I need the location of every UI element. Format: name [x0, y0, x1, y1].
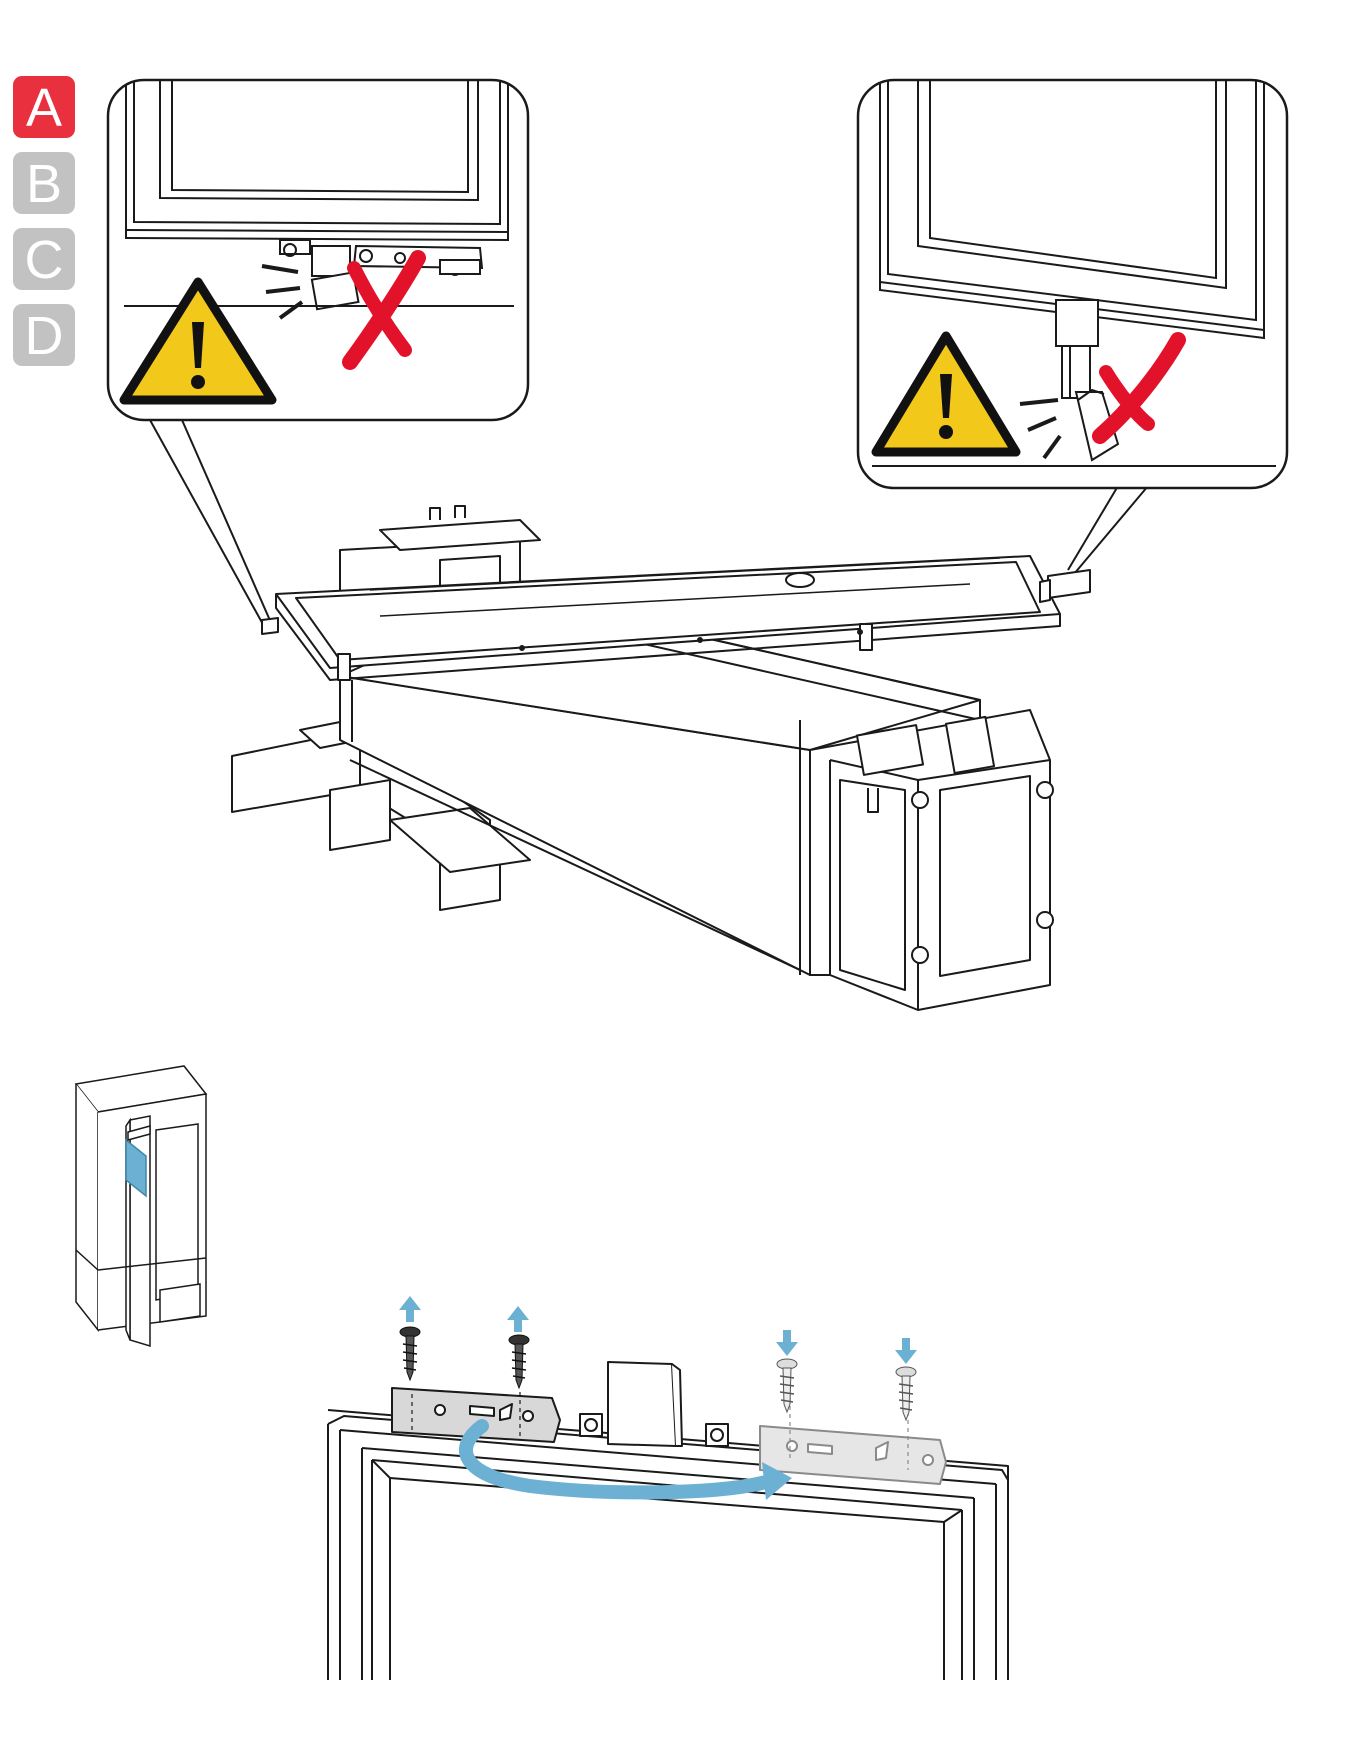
- screw-icon: [896, 1367, 916, 1420]
- callout-right: [858, 80, 1287, 574]
- screw-icon: [509, 1335, 529, 1388]
- arrow-down-icon: [895, 1338, 917, 1364]
- screw-icon: [400, 1327, 420, 1380]
- arrow-up-icon: [399, 1296, 421, 1322]
- arrow-up-icon: [507, 1306, 529, 1332]
- cabinet-thumbnail: [76, 1066, 206, 1346]
- screw-icon: [777, 1359, 797, 1412]
- arrow-down-icon: [776, 1330, 798, 1356]
- appliance-on-pallet: [232, 506, 1090, 1010]
